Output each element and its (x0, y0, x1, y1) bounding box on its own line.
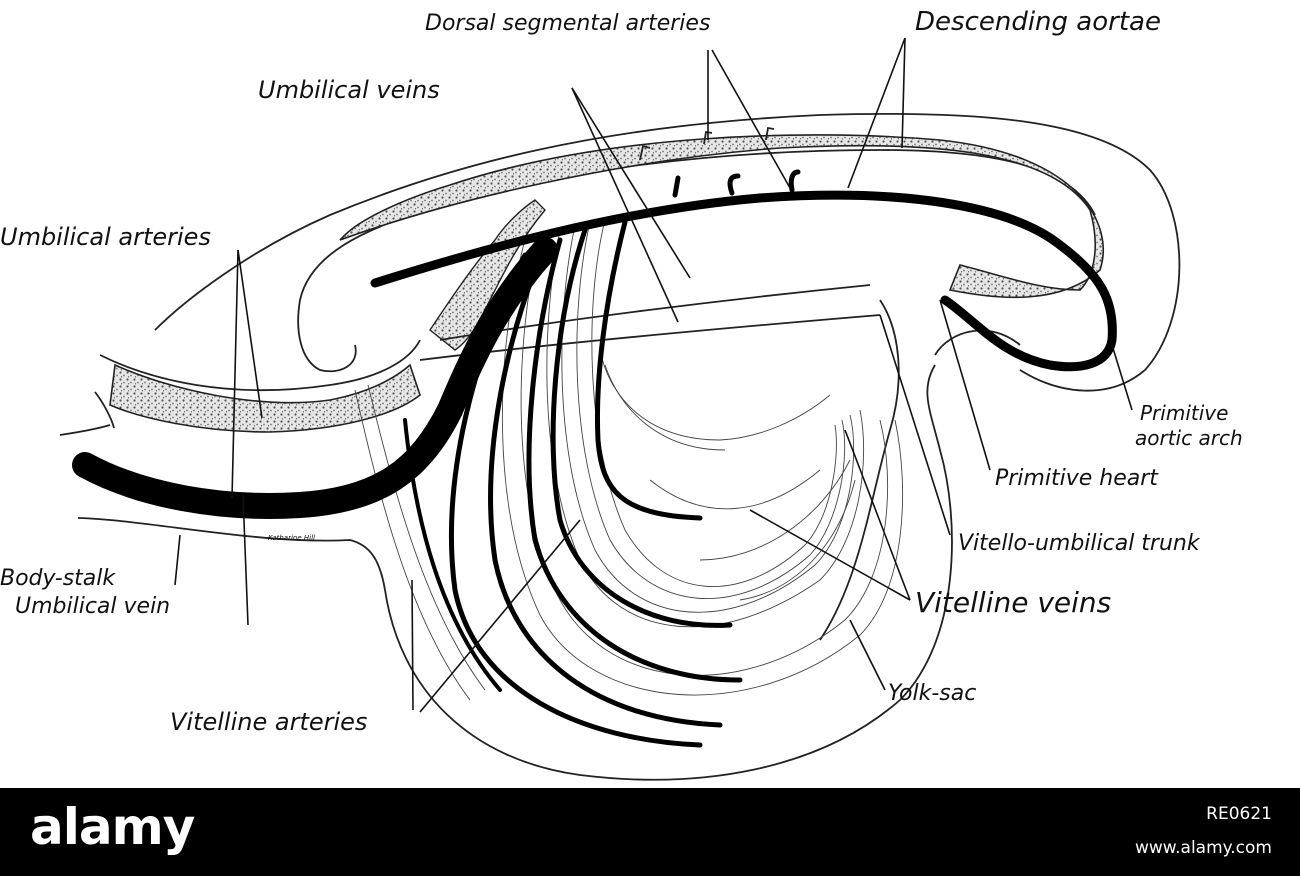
diagram-svg: Dorsal segmental arteries Descending aor… (0, 7, 1243, 781)
dorsal-segmental-arteries (672, 169, 801, 198)
label-descending-aortae: Descending aortae (915, 7, 1161, 37)
neural-band (339, 134, 1104, 299)
label-vitelline-veins: Vitelline veins (915, 586, 1111, 619)
label-primitive-heart: Primitive heart (995, 466, 1159, 491)
stalk-branch-2 (94, 391, 115, 429)
umbilical-vein-thick (72, 237, 558, 519)
stalk-branch (59, 424, 111, 436)
embryo-outline (154, 112, 1181, 392)
label-primitive: Primitive (1140, 401, 1228, 425)
label-vitelline-arteries: Vitelline arteries (170, 708, 367, 736)
thick-vitelline-arteries (403, 219, 743, 748)
label-body-stalk: Body-stalk (0, 566, 116, 591)
body-stalk-outline-upper (99, 339, 421, 392)
leader-lines (174, 37, 1133, 713)
label-aortic-arch: aortic arch (1135, 426, 1243, 450)
brand-logo: alamy (30, 798, 195, 856)
label-vitello-umbilical-trunk: Vitello-umbilical trunk (958, 531, 1201, 556)
label-yolk-sac: Yolk-sac (888, 681, 976, 706)
yolk-sac-outline (384, 364, 953, 781)
artist-signature: Katharine Hill (268, 534, 315, 542)
descending-aorta (370, 190, 1117, 372)
embryo-circulation-diagram: Dorsal segmental arteries Descending aor… (0, 7, 1243, 781)
body-stalk-outline-lower (77, 517, 386, 591)
segmental-stubs (639, 126, 775, 161)
label-dorsal-segmental-arteries: Dorsal segmental arteries (425, 11, 710, 36)
pericardial-outline (819, 299, 900, 641)
brand-url: www.alamy.com (1134, 838, 1272, 858)
stalk-stipple-band (109, 363, 421, 433)
thin-vitelline-vessels (354, 219, 904, 701)
image-id: RE0621 (1206, 804, 1272, 824)
label-umbilical-arteries: Umbilical arteries (0, 223, 211, 251)
label-umbilical-veins: Umbilical veins (258, 76, 440, 104)
label-umbilical-vein: Umbilical vein (15, 594, 170, 619)
watermark-footer: alamy RE0621 www.alamy.com (0, 788, 1300, 876)
heart-outline (934, 329, 1021, 356)
